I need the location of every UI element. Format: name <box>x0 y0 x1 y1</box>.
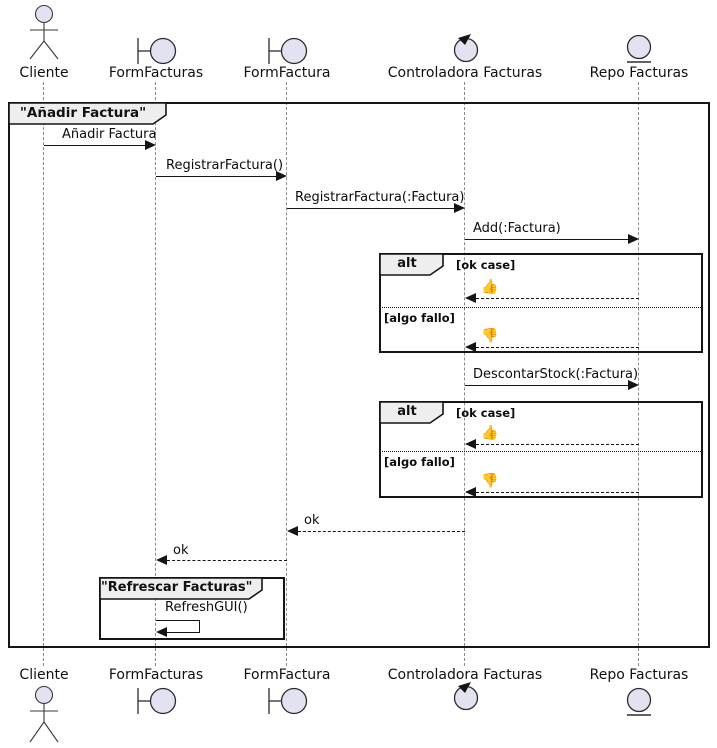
participant-label-repo: Repo Facturas <box>589 65 689 81</box>
alt-fragment-2 <box>379 401 703 498</box>
guard-algo-fallo: [algo fallo] <box>384 455 455 469</box>
participant-label-formfacturas: FormFacturas <box>108 65 204 81</box>
frame-anadir-factura <box>8 102 710 648</box>
alt-divider <box>379 307 703 308</box>
message-arrow <box>156 176 279 177</box>
frame-title: "Añadir Factura" <box>19 105 147 121</box>
message-registrar-factura-param: RegistrarFactura(:Factura) <box>295 190 465 205</box>
return-arrow <box>476 492 639 493</box>
frame-title-tab <box>8 102 167 125</box>
message-arrow <box>465 239 631 240</box>
return-arrow <box>298 531 465 532</box>
alt-fragment-1 <box>379 253 703 353</box>
arrowhead <box>145 140 156 150</box>
control-icon <box>453 682 479 711</box>
message-ok-reply: ok <box>173 543 189 558</box>
thumbs-down-reply: 👎 <box>481 473 499 489</box>
frame-title-tab <box>99 577 263 600</box>
alt-divider <box>379 451 703 452</box>
refresh-frame-title: "Refrescar Facturas" <box>101 580 253 595</box>
message-arrow <box>287 208 457 209</box>
arrowhead <box>465 342 476 352</box>
return-arrow <box>476 298 639 299</box>
thumbs-up-reply: 👍 <box>481 279 499 295</box>
participant-label-formfacturas: FormFacturas <box>108 667 204 683</box>
guard-ok-case: [ok case] <box>456 406 516 420</box>
lifeline-cliente <box>43 82 44 666</box>
alt-operator: alt <box>397 404 417 419</box>
message-arrow <box>44 145 148 146</box>
participant-label-controladora: Controladora Facturas <box>387 667 543 683</box>
arrowhead <box>156 555 167 565</box>
arrowhead <box>628 380 639 390</box>
message-anadir-factura: Añadir Factura <box>62 127 157 142</box>
lifeline-formfactura <box>286 82 287 666</box>
actor-icon <box>29 685 59 743</box>
guard-algo-fallo: [algo fallo] <box>384 311 455 325</box>
entity-icon <box>626 34 652 63</box>
return-arrow <box>476 347 639 348</box>
lifeline-controladora-facturas <box>464 82 465 666</box>
arrowhead <box>465 293 476 303</box>
alt-operator: alt <box>397 256 417 271</box>
message-add-factura: Add(:Factura) <box>473 221 561 236</box>
participant-label-repo: Repo Facturas <box>589 667 689 683</box>
boundary-icon <box>137 687 177 715</box>
return-arrow <box>167 560 287 561</box>
control-icon <box>453 34 479 63</box>
participant-label-controladora: Controladora Facturas <box>387 65 543 81</box>
thumbs-down-reply: 👎 <box>481 328 499 344</box>
thumbs-up-reply: 👍 <box>481 425 499 441</box>
alt-operator-tab <box>379 253 444 276</box>
participant-label-cliente: Cliente <box>19 65 69 81</box>
arrowhead <box>276 171 287 181</box>
self-message-line <box>199 620 200 632</box>
participant-label-formfactura: FormFactura <box>243 65 331 81</box>
boundary-icon <box>268 37 308 65</box>
actor-icon <box>29 4 59 60</box>
return-arrow <box>476 444 639 445</box>
self-message-line <box>156 620 200 621</box>
boundary-icon <box>268 687 308 715</box>
arrowhead <box>465 487 476 497</box>
participant-label-cliente: Cliente <box>19 667 69 683</box>
arrowhead <box>287 526 298 536</box>
arrowhead <box>628 234 639 244</box>
lifeline-repo-facturas <box>638 82 639 666</box>
alt-operator-tab <box>379 401 444 424</box>
message-ok-reply: ok <box>304 513 320 528</box>
self-message-line <box>167 632 200 633</box>
arrowhead <box>465 439 476 449</box>
message-registrar-factura: RegistrarFactura() <box>166 158 284 173</box>
message-refresh-gui: RefreshGUI() <box>165 600 248 615</box>
message-descontar-stock: DescontarStock(:Factura) <box>473 367 639 382</box>
guard-ok-case: [ok case] <box>456 258 516 272</box>
entity-icon <box>626 687 652 716</box>
arrowhead <box>156 627 167 637</box>
boundary-icon <box>137 37 177 65</box>
lifeline-formfacturas <box>155 82 156 666</box>
arrowhead <box>454 203 465 213</box>
participant-label-formfactura: FormFactura <box>243 667 331 683</box>
message-arrow <box>465 385 631 386</box>
